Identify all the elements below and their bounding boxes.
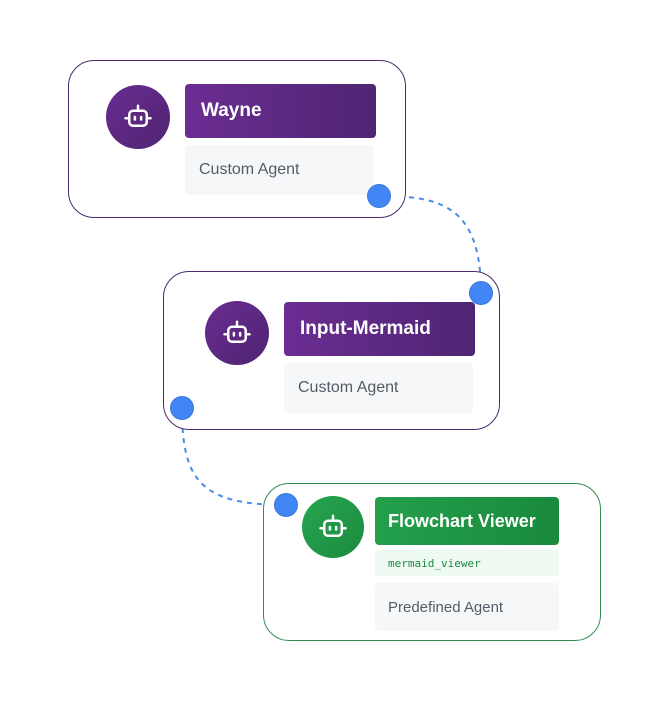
- agent-avatar: [106, 85, 170, 149]
- agent-title: Flowchart Viewer: [375, 497, 559, 545]
- robot-icon: [319, 514, 347, 537]
- input-handle-flowchart-viewer[interactable]: [274, 493, 298, 517]
- input-handle-input-mermaid[interactable]: [469, 281, 493, 305]
- agent-node-flowchart-viewer[interactable]: Flowchart Viewer mermaid_viewer Predefin…: [263, 483, 601, 641]
- robot-icon: [124, 104, 152, 127]
- agent-node-wayne[interactable]: Wayne Custom Agent: [68, 60, 406, 218]
- robot-icon: [223, 320, 251, 343]
- agent-avatar: [205, 301, 269, 365]
- agent-title: Input-Mermaid: [284, 302, 475, 356]
- output-handle-input-mermaid[interactable]: [170, 396, 194, 420]
- agent-node-input-mermaid[interactable]: Input-Mermaid Custom Agent: [163, 271, 500, 430]
- agent-tool-label: mermaid_viewer: [375, 550, 559, 576]
- agent-title: Wayne: [185, 84, 376, 138]
- agent-type-label: Custom Agent: [284, 363, 473, 413]
- agent-type-label: Predefined Agent: [375, 583, 559, 631]
- agent-type-label: Custom Agent: [185, 145, 374, 195]
- agent-avatar: [302, 496, 364, 558]
- output-handle-wayne[interactable]: [367, 184, 391, 208]
